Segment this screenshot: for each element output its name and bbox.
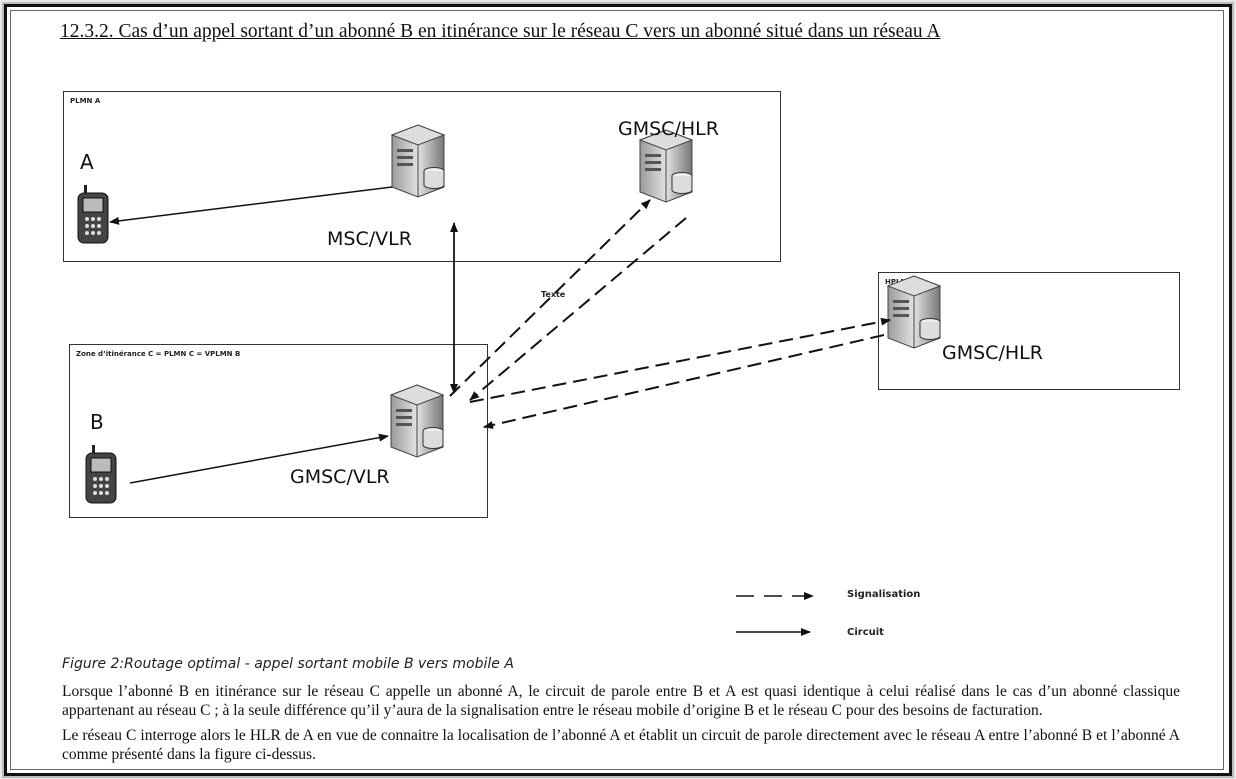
circuit-msc-to-a (109, 186, 393, 225)
msc-vlr-server-icon (391, 124, 445, 198)
gmsc-hlr-b-label: GMSC/HLR (942, 342, 1043, 364)
phone-a-icon (77, 184, 109, 244)
zone-c-label: Zone d’itinérance C = PLMN C = VPLMN B (76, 350, 241, 358)
plmn-a-label: PLMN A (70, 97, 101, 105)
phone-b-icon (85, 444, 117, 504)
signal-gmsc-vlr-to-hlr-a (449, 199, 651, 397)
subscriber-a-label: A (80, 150, 94, 174)
section-heading: 12.3.2. Cas d’un appel sortant d’un abon… (60, 21, 941, 42)
msc-vlr-label: MSC/VLR (327, 228, 412, 250)
gmsc-hlr-a-server-icon (639, 129, 693, 203)
legend-signalisation: Signalisation (847, 589, 921, 600)
paragraph-2: Le réseau C interroge alors le HLR de A … (62, 727, 1180, 763)
signal-hlr-a-to-gmsc-vlr (469, 217, 687, 401)
gmsc-hlr-b-server-icon (887, 275, 941, 349)
gmsc-hlr-a-label: GMSC/HLR (618, 118, 719, 140)
gmsc-vlr-label: GMSC/VLR (290, 466, 390, 488)
subscriber-b-label: B (90, 410, 104, 434)
gmsc-vlr-server-icon (390, 384, 444, 458)
paragraph-1: Lorsque l’abonné B en itinérance sur le … (62, 683, 1180, 719)
circuit-b-to-gmsc (129, 433, 389, 484)
signal-hlr-b-to-gmsc-vlr (483, 334, 885, 429)
arrow-text-label: Texte (541, 290, 566, 299)
figure-caption: Figure 2:Routage optimal - appel sortant… (62, 656, 514, 672)
legend-circuit: Circuit (847, 627, 884, 638)
signal-gmsc-vlr-to-hlr-b (469, 317, 891, 403)
